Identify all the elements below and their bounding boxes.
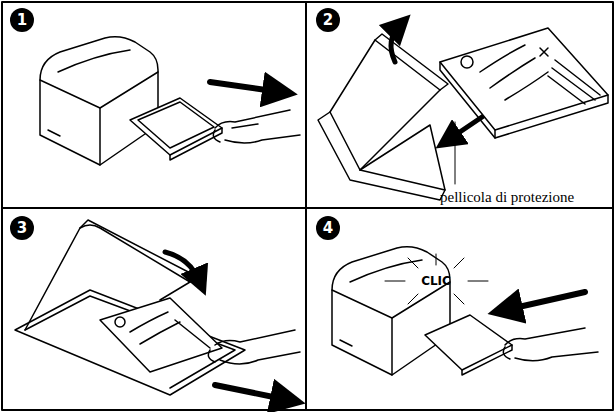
leader-line xyxy=(455,122,456,184)
film-sheet xyxy=(100,298,222,372)
click-rays xyxy=(385,254,488,304)
paper-tray xyxy=(130,98,222,160)
step-number: 1 xyxy=(10,8,34,32)
step-number: 3 xyxy=(10,216,34,240)
paper-stack xyxy=(440,28,608,138)
paper-tray xyxy=(15,220,245,395)
grid-line xyxy=(305,2,307,410)
arrow xyxy=(165,252,200,282)
hand xyxy=(503,328,598,361)
arrow xyxy=(391,25,400,62)
paper-tray xyxy=(318,34,448,200)
printer xyxy=(40,37,158,165)
step-number: 2 xyxy=(316,8,340,32)
part-label: pellicola di protezione xyxy=(440,188,574,206)
sound-label: CLIC xyxy=(421,274,451,288)
hand xyxy=(208,330,300,364)
arrow xyxy=(505,292,585,310)
paper-tray xyxy=(425,315,512,375)
printer xyxy=(332,247,450,375)
grid-line xyxy=(2,207,613,209)
arrow xyxy=(210,82,280,92)
hand xyxy=(213,110,300,143)
step-number: 4 xyxy=(316,216,340,240)
arrow xyxy=(215,385,288,400)
